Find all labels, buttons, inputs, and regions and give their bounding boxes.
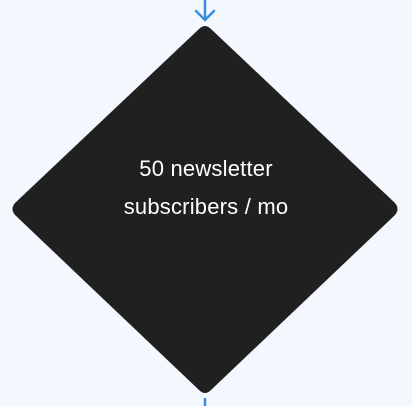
decision-node-label: 50 newsletter subscribers / mo — [123, 156, 289, 219]
decision-node-diamond[interactable] — [12, 26, 398, 393]
incoming-connector[interactable] — [194, 0, 216, 22]
arrow-down-icon — [194, 9, 216, 22]
